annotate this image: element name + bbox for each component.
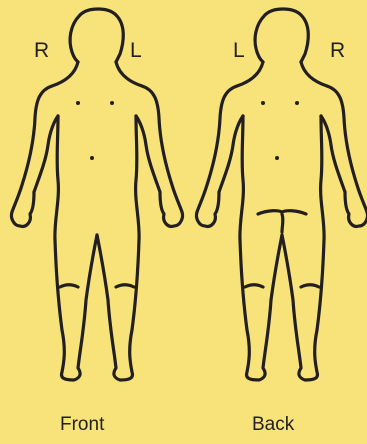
back-side-label-left: L	[233, 40, 245, 61]
back-body-details	[258, 211, 306, 232]
back-caption: Back	[252, 415, 294, 434]
front-side-label-left: R	[34, 40, 49, 61]
front-body-outline	[11, 9, 182, 380]
front-side-label-right: L	[130, 40, 142, 61]
back-side-label-right: R	[330, 40, 345, 61]
back-body-outline	[196, 9, 367, 380]
front-caption: Front	[60, 415, 104, 434]
